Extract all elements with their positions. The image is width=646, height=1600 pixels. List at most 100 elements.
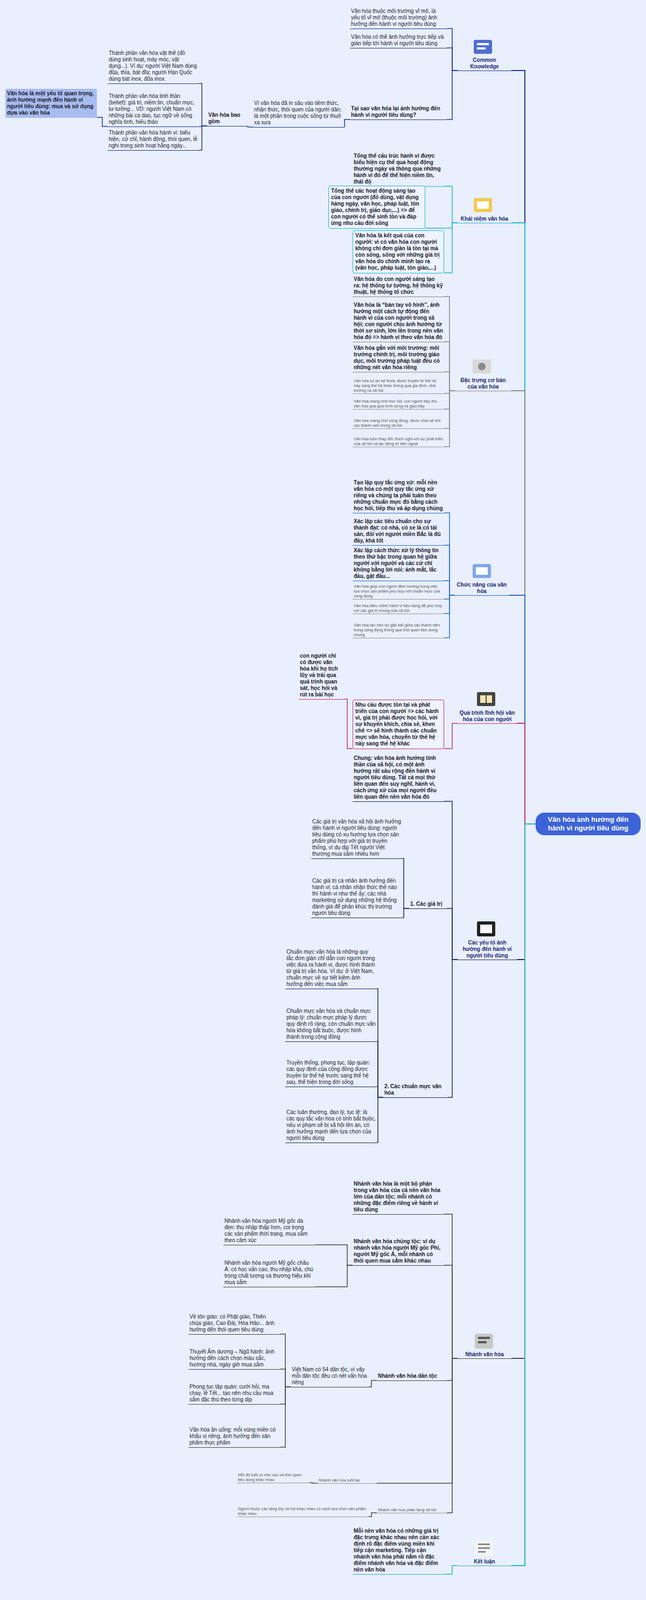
connector (314, 1265, 353, 1288)
mindmap-node: Tại sao văn hóa lại ảnh hưởng đến hành v… (349, 104, 447, 121)
node-text: Nhánh văn hóa dân tộc (377, 1373, 446, 1380)
mindmap-node: 2. Các chuẩn mực văn hóa (383, 1083, 448, 1099)
connector (446, 70, 458, 120)
mindmap-node: Mỗi nền văn hóa có những giá trị đặc trư… (352, 1527, 445, 1576)
node-text: Tạo lập quy tắc ứng xử: mỗi nền văn hóa … (353, 479, 444, 512)
node-text: Thành phần văn hóa tinh thần (belief): g… (108, 93, 199, 126)
mindmap-node: Văn hóa gắn với môi trường: môi trường c… (352, 344, 445, 373)
connector (511, 70, 536, 825)
mindmap-node: Các giá trị văn hóa xã hội ảnh hưởng đến… (311, 818, 403, 860)
connector (376, 1358, 458, 1484)
mindmap-node: Văn hóa là kết quả của con người: vì có … (352, 230, 445, 274)
node-text: Tổng thể cấu trúc hành vi được biểu hiện… (353, 152, 444, 186)
node-text: Văn hóa điều chỉnh hành vi tiêu dùng để … (353, 603, 444, 614)
mindmap-node: Chuẩn mực văn hóa và chuẩn mực pháp lý: … (285, 1007, 377, 1043)
connector (508, 595, 536, 825)
node-text: Nhánh văn hóa là một bộ phận trong văn h… (353, 1181, 444, 1214)
mindmap-node: Thuyết Âm dương – Ngũ hành: ảnh hưởng đế… (188, 1348, 280, 1371)
connector (402, 908, 410, 918)
mindmap-node: Văn hóa luôn thay đổi: thích nghi với sự… (352, 436, 445, 448)
mindmap-node: Các luân thường, đạo lý, tục lệ: là các … (285, 1108, 377, 1144)
node-text: Văn hóa là một yếu tố quan trọng, ảnh hư… (6, 90, 96, 117)
node-text: Văn hóa giúp con người định hướng trong … (353, 584, 444, 599)
connector (516, 824, 536, 960)
node-text: Vì văn hóa đã in sâu vào tiềm thức, nhận… (254, 100, 344, 126)
branch-topic: Đặc trưng cơ bản của văn hóa (454, 376, 512, 392)
node-text: Phong tục tập quán: cưới hỏi, ma chay, l… (189, 1384, 279, 1404)
connector (511, 824, 536, 1567)
node-text: Văn hóa có thể ảnh hưởng trực tiếp và gi… (350, 33, 446, 47)
node-text: Quá trình lĩnh hội văn hóa của con người (458, 710, 516, 723)
branch-topic: Khái niệm văn hóa (457, 215, 512, 224)
connector (446, 908, 458, 960)
node-text: Các giá trị văn hóa xã hội ảnh hưởng đến… (312, 818, 402, 858)
mindmap-node: Phong tục tập quán: cưới hỏi, ma chay, l… (188, 1383, 280, 1406)
connector (516, 723, 536, 825)
connector (446, 28, 458, 71)
mindmap-node: Văn hóa mang tính cộng đồng: được chia s… (352, 417, 445, 430)
branch-icon (473, 39, 493, 54)
mindmap-node: 1. Các giá trị (409, 900, 447, 910)
node-text: Nhánh văn hóa (458, 1351, 511, 1359)
node-text: Người thuộc các tầng lớp xã hội khác nha… (237, 1506, 368, 1517)
connector (199, 125, 208, 151)
node-text: Kết luận (458, 1559, 511, 1566)
mindmap-node: Văn hóa có thể ảnh hưởng trực tiếp và gi… (349, 33, 447, 49)
node-text: Văn hóa gắn với môi trường: môi trường c… (353, 345, 444, 371)
mindmap-node: Nhu cầu được tồn tại và phát triển của c… (352, 699, 445, 750)
connector (444, 513, 455, 596)
mindmap-node: Nhánh văn hóa dân tộc (376, 1372, 447, 1382)
mindmap-node: Thành phần văn hóa hành vi: biểu hiện, c… (107, 129, 200, 151)
mindmap-node: Nhánh văn hóa phân tầng xã hội (376, 1507, 447, 1514)
branch-topic: Nhánh văn hóa (457, 1351, 512, 1360)
node-text: Việt Nam có 54 dân tộc, vì vậy mỗi dân t… (291, 1366, 368, 1387)
branch-topic: Chức năng của văn hóa (454, 581, 509, 596)
mindmap-node: Chuẩn mực văn hóa là những quy tắc đơn g… (285, 948, 377, 990)
node-text: Tổng thể các hoạt động sáng tạo của con … (331, 187, 423, 227)
connector (314, 1245, 353, 1266)
connector (446, 1358, 458, 1514)
mindmap-node: Việt Nam có 54 dân tộc, vì vậy mỗi dân t… (290, 1366, 369, 1388)
mindmap-node: Về tôn giáo: có Phật giáo, Thiên chúa gi… (188, 1313, 280, 1336)
node-text: Chuẩn mực văn hóa và chuẩn mực pháp lý: … (286, 1008, 376, 1041)
node-text: Văn hóa ăn uống: mỗi vùng miền có khẩu v… (189, 1427, 279, 1447)
node-text: Nhu cầu được tồn tại và phát triển của c… (355, 701, 442, 748)
connector (309, 1483, 318, 1484)
node-text: Thành phần văn hóa vật thể (đồ dùng sinh… (108, 50, 199, 83)
connector (444, 545, 455, 596)
connector (444, 186, 458, 223)
mindmap-node: con người chỉ có được văn hóa khi họ tíc… (298, 652, 345, 700)
node-text: Văn hóa bao gồm (208, 111, 247, 125)
connector (511, 824, 536, 1359)
connector (447, 959, 458, 1098)
node-text: Chung: văn hóa ảnh hưởng tinh thần của x… (353, 755, 444, 801)
connector (511, 222, 536, 825)
node-text: Truyền thống, phong tục, tập quán: các q… (286, 1059, 376, 1086)
connector (368, 1380, 377, 1388)
connector (425, 222, 458, 229)
node-text: Nhánh văn hóa người Mỹ gốc da đen: thu n… (224, 1218, 314, 1245)
branch-icon (476, 692, 496, 707)
connector (444, 341, 455, 391)
mindmap-node: Xác lập các tiêu chuẩn cho sự thành đạt:… (352, 517, 445, 546)
node-text: Văn hóa ảnh hưởng đến hành vi người tiêu… (541, 815, 636, 833)
connector (444, 1566, 458, 1575)
mindmap-node: Chung: văn hóa ảnh hưởng tinh thần của x… (352, 754, 445, 803)
node-text: Văn hóa tạo nên sự gắn kết giữa các thàn… (353, 622, 444, 638)
branch-icon (473, 198, 493, 213)
mindmap-node: Vì văn hóa đã in sâu vào tiềm thức, nhận… (253, 99, 345, 128)
branch-icon (474, 1540, 494, 1556)
mindmap-node: Người thuộc các tầng lớp xã hội khác nha… (236, 1506, 369, 1518)
node-text: Xác lập cách thức xử lý thông tin theo t… (353, 547, 444, 580)
mindmap-node: Văn hóa do con người sáng tạo ra: hệ thố… (352, 275, 445, 298)
mindmap-node: Mỗi độ tuổi có nhu cầu và thói quen tiêu… (236, 1472, 310, 1484)
connector (402, 858, 410, 909)
mindmap-node: Văn hóa thuộc môi trường vĩ mô, là yếu t… (349, 7, 447, 30)
central-topic: Văn hóa ảnh hưởng đến hành vi người tiêu… (535, 812, 641, 836)
connector (279, 1334, 291, 1388)
node-text: Chức năng của văn hóa (455, 581, 508, 595)
connector (344, 699, 353, 749)
mindmap-node: Văn hóa tạo nên sự gắn kết giữa các thàn… (352, 622, 445, 639)
node-text: Xác lập các tiêu chuẩn cho sự thành đạt:… (353, 518, 444, 545)
